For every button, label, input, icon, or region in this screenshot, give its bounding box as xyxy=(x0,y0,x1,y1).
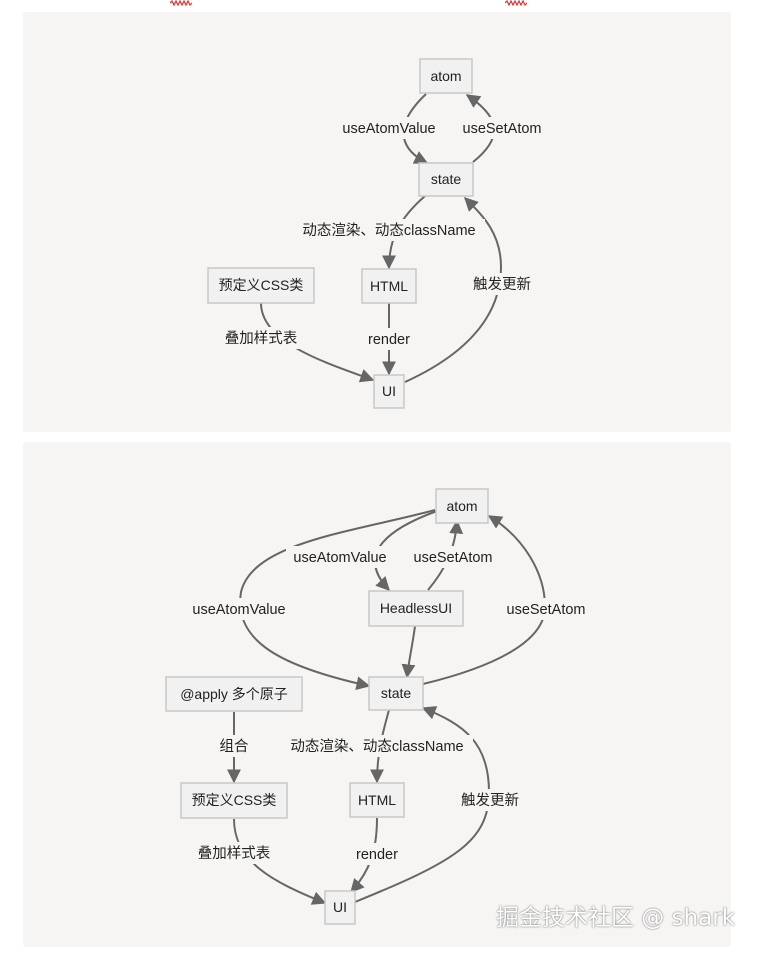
node-headlessui[interactable]: HeadlessUI xyxy=(368,590,464,627)
svg-text:HTML: HTML xyxy=(370,278,408,294)
svg-text:动态渲染、动态className: 动态渲染、动态className xyxy=(290,738,463,755)
node-html[interactable]: HTML xyxy=(361,268,417,304)
node-ui[interactable]: UI xyxy=(324,890,356,925)
svg-text:组合: 组合 xyxy=(220,738,249,755)
edge-label-dynamic-render: 动态渲染、动态className xyxy=(293,219,485,241)
diagram-panel-1: useAtomValue useSetAtom 动态渲染、动态className… xyxy=(23,12,731,432)
watermark: 掘金技术社区 @ shark xyxy=(496,905,736,931)
svg-text:state: state xyxy=(431,171,462,187)
diagram-panel-2: useAtomValue useSetAtom useAtomValue use… xyxy=(23,442,731,947)
edge-label-usesetatom-outer: useSetAtom xyxy=(497,598,595,620)
svg-text:HTML: HTML xyxy=(358,792,396,808)
edge-label-render: render xyxy=(350,843,404,865)
svg-text:触发更新: 触发更新 xyxy=(473,276,531,293)
edge-label-trigger-update: 触发更新 xyxy=(465,273,539,295)
svg-text:动态渲染、动态className: 动态渲染、动态className xyxy=(302,222,475,239)
svg-text:useAtomValue: useAtomValue xyxy=(192,602,285,618)
svg-text:state: state xyxy=(381,685,412,701)
edge-css-to-ui xyxy=(260,302,375,383)
svg-text:叠加样式表: 叠加样式表 xyxy=(198,845,271,862)
edge-label-overlay-styles: 叠加样式表 xyxy=(216,327,306,349)
svg-text:render: render xyxy=(356,847,398,863)
svg-text:atom: atom xyxy=(446,498,477,514)
node-predefined-css[interactable]: 预定义CSS类 xyxy=(207,267,315,304)
edge-label-useatomvalue-outer: useAtomValue xyxy=(185,598,293,620)
svg-text:useAtomValue: useAtomValue xyxy=(293,550,386,566)
node-atom[interactable]: atom xyxy=(435,488,489,524)
svg-text:触发更新: 触发更新 xyxy=(461,792,519,809)
node-ui[interactable]: UI xyxy=(373,374,405,409)
edge-label-usesetatom: useSetAtom xyxy=(453,117,551,139)
svg-text:HeadlessUI: HeadlessUI xyxy=(380,600,452,616)
svg-text:UI: UI xyxy=(333,899,347,915)
svg-text:atom: atom xyxy=(430,68,461,84)
edge-label-overlay-styles: 叠加样式表 xyxy=(189,842,279,864)
node-state[interactable]: state xyxy=(418,162,474,197)
edge-atom-to-state-useatomvalue xyxy=(239,509,436,691)
svg-text:UI: UI xyxy=(382,383,396,399)
node-predefined-css[interactable]: 预定义CSS类 xyxy=(180,782,288,819)
svg-text:叠加样式表: 叠加样式表 xyxy=(225,330,298,347)
flowchart-1: useAtomValue useSetAtom 动态渲染、动态className… xyxy=(207,58,551,409)
flowchart-2: useAtomValue useSetAtom useAtomValue use… xyxy=(165,488,595,925)
edge-label-useatomvalue: useAtomValue xyxy=(335,117,443,139)
edge-label-render: render xyxy=(363,328,417,350)
edge-headless-to-state xyxy=(401,625,416,679)
edge-label-useatomvalue-inner: useAtomValue xyxy=(286,546,394,568)
edge-label-dynamic-render: 动态渲染、动态className xyxy=(281,735,473,757)
edge-label-trigger-update: 触发更新 xyxy=(453,789,527,811)
svg-text:useAtomValue: useAtomValue xyxy=(342,121,435,137)
svg-text:预定义CSS类: 预定义CSS类 xyxy=(192,792,277,808)
svg-text:useSetAtom: useSetAtom xyxy=(507,602,586,618)
svg-text:useSetAtom: useSetAtom xyxy=(414,550,493,566)
svg-text:render: render xyxy=(368,332,410,348)
node-html[interactable]: HTML xyxy=(349,782,405,818)
svg-text:useSetAtom: useSetAtom xyxy=(463,121,542,137)
edge-label-combine: 组合 xyxy=(214,735,254,757)
node-state[interactable]: state xyxy=(368,676,424,711)
edge-label-usesetatom-inner: useSetAtom xyxy=(404,546,502,568)
svg-text:@apply 多个原子: @apply 多个原子 xyxy=(180,686,288,702)
node-apply-atoms[interactable]: @apply 多个原子 xyxy=(165,676,303,712)
node-atom[interactable]: atom xyxy=(419,58,473,94)
edge-ui-to-state-trigger xyxy=(404,197,503,383)
svg-text:预定义CSS类: 预定义CSS类 xyxy=(219,277,304,293)
spellcheck-squiggle xyxy=(505,0,527,6)
spellcheck-squiggle xyxy=(170,0,192,6)
edge-css-to-ui xyxy=(233,818,327,905)
edge-atom-to-headless-useatomvalue xyxy=(374,510,438,592)
